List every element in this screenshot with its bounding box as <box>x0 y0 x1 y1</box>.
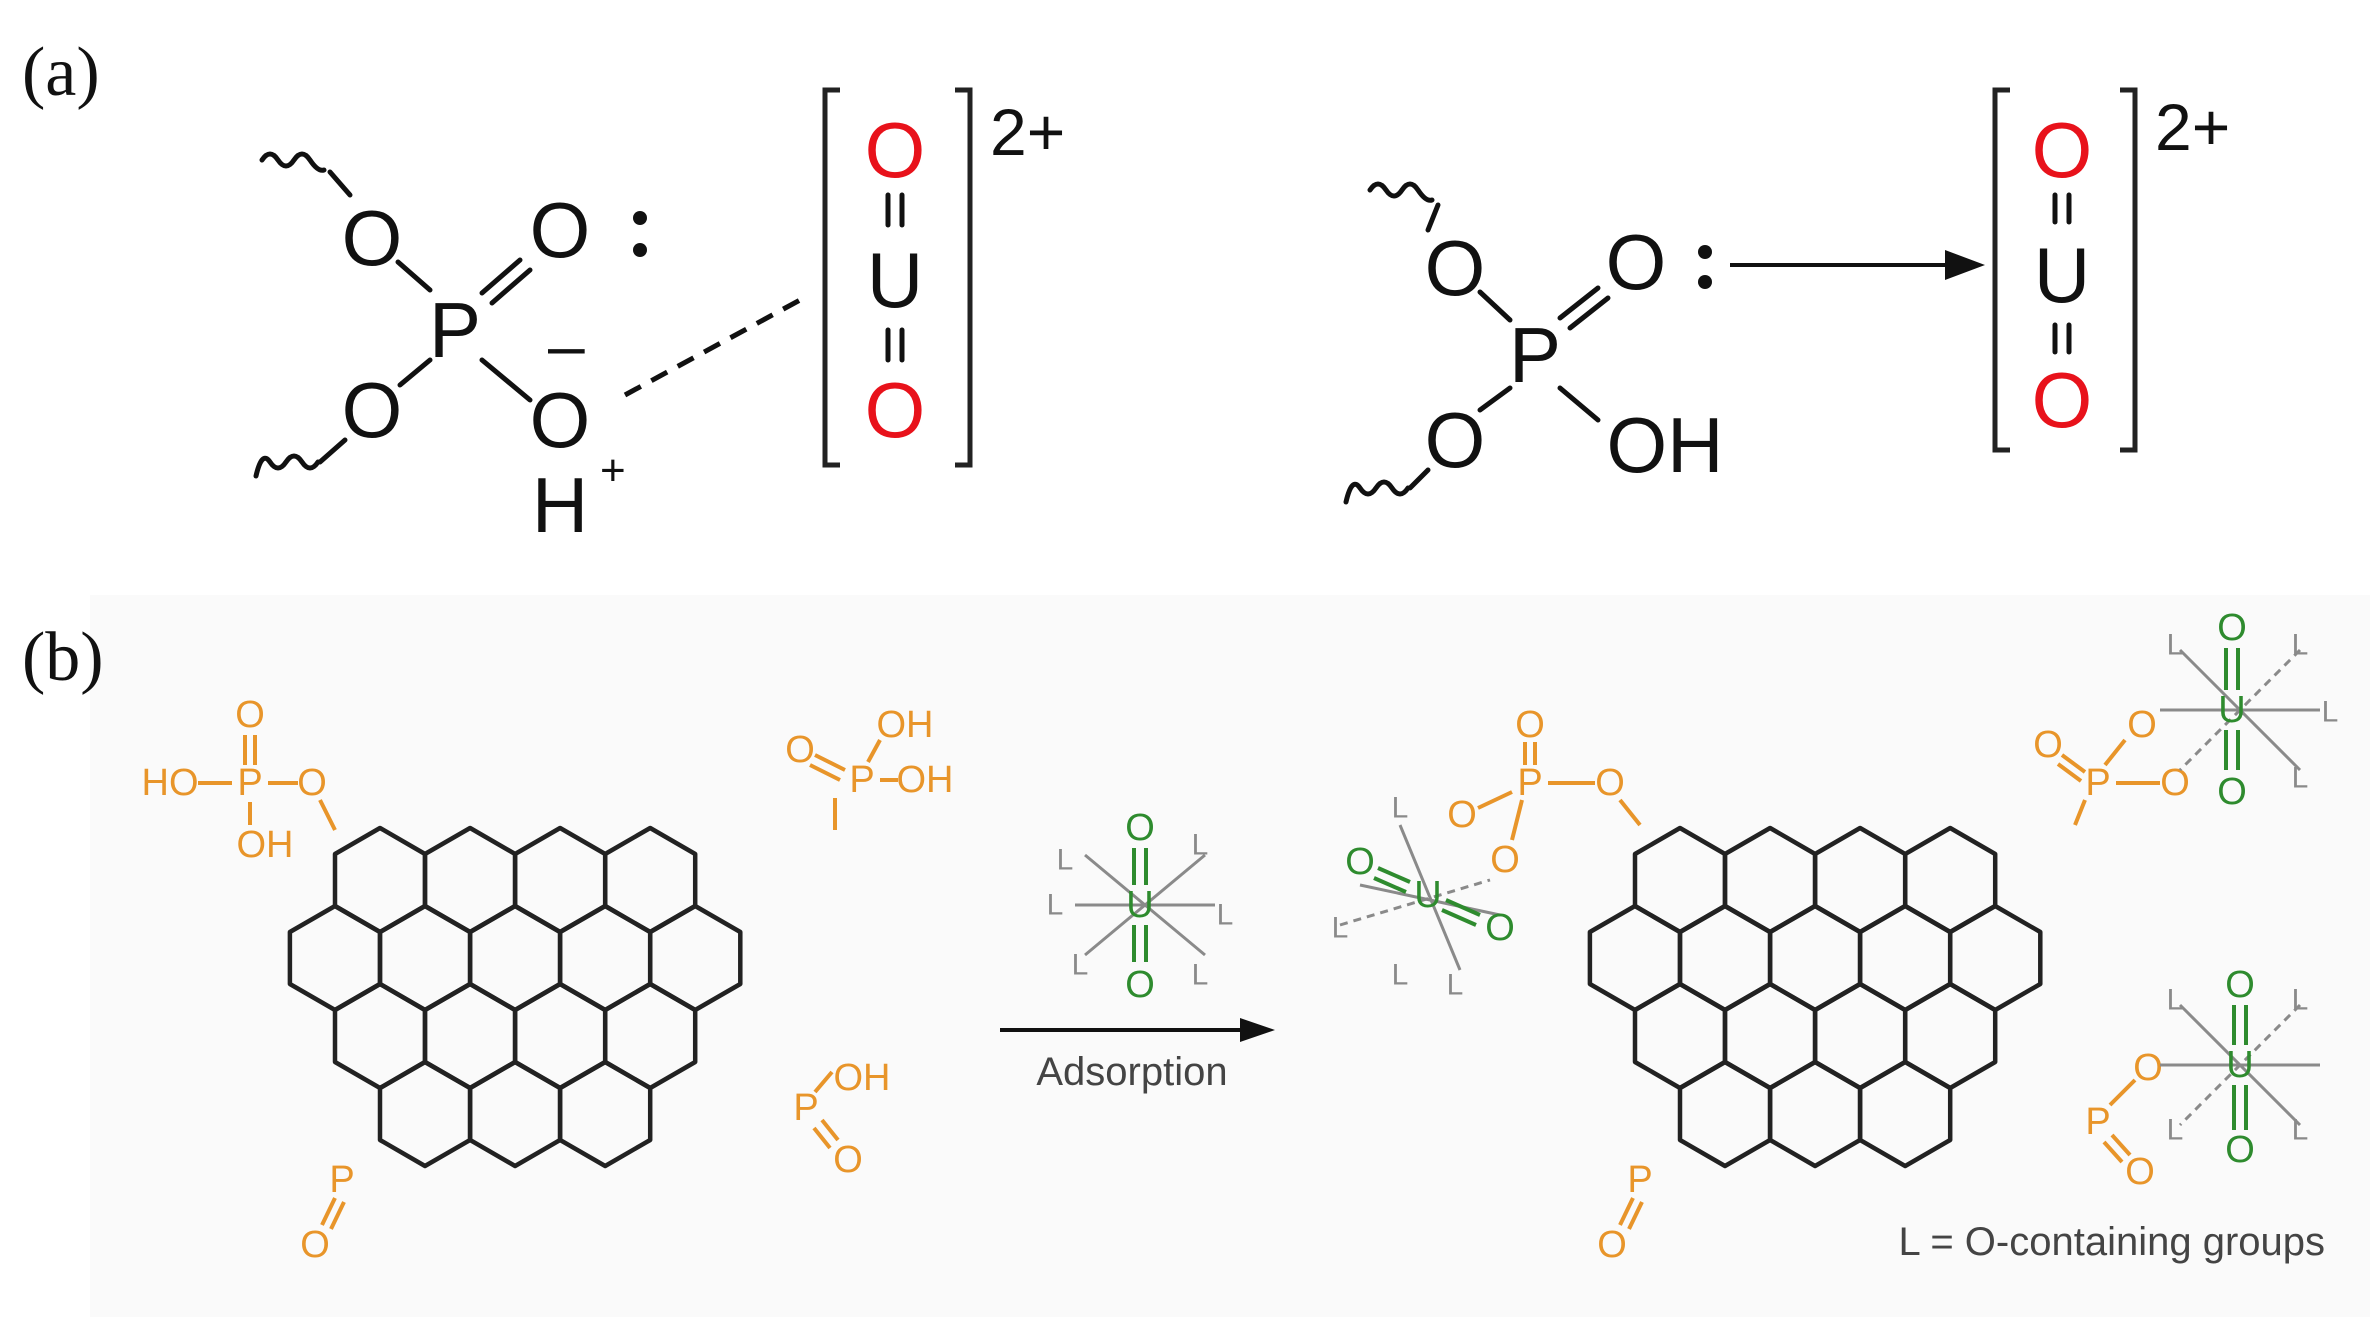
panel-a-right-uranyl: O U O 2+ <box>1992 87 2230 453</box>
ligand-l: L <box>1192 829 1209 862</box>
charge-2plus: 2+ <box>2155 90 2230 164</box>
group-oh: OH <box>834 1057 891 1099</box>
group-oh: OH <box>237 824 294 866</box>
atom-o-green: O <box>2217 771 2247 813</box>
atom-o-red: O <box>865 366 926 454</box>
group-oh: OH <box>877 704 934 746</box>
atom-u: U <box>2034 231 2090 319</box>
hex-ring <box>1857 1059 1953 1169</box>
panel-a-left-phosphate: O P O O – O H + <box>253 151 802 549</box>
atom-o-red: O <box>2032 106 2093 194</box>
atom-o-green: O <box>1345 841 1375 883</box>
atom-o: O <box>342 366 403 454</box>
ligand-l: L <box>2292 984 2309 1017</box>
atom-oh: OH <box>1607 401 1724 489</box>
atom-o-double: O <box>1606 218 1667 306</box>
panel-a-label: (a) <box>22 34 100 111</box>
group-o: O <box>300 1224 330 1266</box>
group-o: O <box>1595 762 1625 804</box>
atom-o: O <box>342 194 403 282</box>
atom-p: P <box>429 286 481 374</box>
atom-p: P <box>1509 311 1561 399</box>
group-o: O <box>2160 762 2190 804</box>
ligand-l: L <box>1192 959 1209 992</box>
ligand-l: L <box>1392 959 1409 992</box>
atom-o: O <box>1425 396 1486 484</box>
legend-ligand: L = O-containing groups <box>1898 1220 2325 1264</box>
group-p: P <box>2085 1101 2110 1143</box>
group-p: P <box>1627 1159 1652 1201</box>
group-o: O <box>1447 794 1477 836</box>
atom-o-green: O <box>1125 964 1155 1006</box>
ligand-l: L <box>2292 762 2309 795</box>
atom-o-green: O <box>2217 607 2247 649</box>
panel-a-left-uranyl: O U O 2+ <box>822 87 1065 468</box>
atom-o-green: O <box>2225 964 2255 1006</box>
group-p: P <box>237 762 262 804</box>
group-o: O <box>2125 1151 2155 1193</box>
group-o: O <box>2127 704 2157 746</box>
panel-b-label: (b) <box>22 619 104 696</box>
left-phosphate-groups: HO P O OH O O P OH OH P OH O P O <box>142 694 954 1266</box>
atom-u-green: U <box>1414 874 1441 916</box>
group-p: P <box>793 1087 818 1129</box>
ligand-l: L <box>2167 629 2184 662</box>
hex-ring <box>557 1059 653 1169</box>
atom-o-red: O <box>2032 356 2093 444</box>
left-graphene-skeleton <box>287 825 743 1169</box>
ligand-l: L <box>1217 899 1234 932</box>
group-ho: HO <box>142 762 199 804</box>
atom-o-double: O <box>530 186 591 274</box>
ligand-l: L <box>1047 889 1064 922</box>
atom-h: H <box>532 461 588 549</box>
right-phosphate-uranyl-groups: O P O O O L L L L O U O O P O O L <box>1332 607 2339 1266</box>
panel-a-right-phosphate: O P O O OH <box>1343 181 1985 505</box>
group-p: P <box>329 1159 354 1201</box>
group-o: O <box>1597 1224 1627 1266</box>
ligand-l: L <box>2292 629 2309 662</box>
adsorption-arrow: Adsorption <box>1000 1018 1275 1094</box>
ligand-l: L <box>1447 969 1464 1002</box>
minus-charge: – <box>548 308 585 382</box>
adsorption-label: Adsorption <box>1036 1050 1227 1094</box>
h-plus: + <box>600 446 626 495</box>
atom-o: O <box>1425 224 1486 312</box>
group-o: O <box>833 1139 863 1181</box>
ligand-l: L <box>2167 1114 2184 1147</box>
group-o: O <box>2033 724 2063 766</box>
ligand-l: L <box>1072 949 1089 982</box>
atom-o-green: O <box>1125 807 1155 849</box>
right-graphene-skeleton <box>1587 825 2043 1169</box>
panel-b-background <box>90 595 2370 1317</box>
atom-u: U <box>867 236 923 324</box>
atom-u-green: U <box>2226 1044 2253 1086</box>
atom-o-green: O <box>1485 907 1515 949</box>
atom-u-green: U <box>2218 689 2245 731</box>
atom-u-green: U <box>1126 884 1153 926</box>
ligand-l: L <box>1392 792 1409 825</box>
group-o: O <box>785 729 815 771</box>
reagent-uranyl: L L L L L L O U O <box>1047 807 1234 1006</box>
group-o: O <box>1515 704 1545 746</box>
group-o: O <box>1490 839 1520 881</box>
charge-2plus: 2+ <box>990 95 1065 169</box>
group-o: O <box>235 694 265 736</box>
ligand-l: L <box>2292 1114 2309 1147</box>
ligand-l: L <box>2322 696 2339 729</box>
group-p: P <box>1517 762 1542 804</box>
group-o: O <box>297 762 327 804</box>
atom-o-green: O <box>2225 1129 2255 1171</box>
group-o: O <box>2133 1047 2163 1089</box>
atom-o-minus: O <box>530 376 591 464</box>
ligand-l: L <box>1057 844 1074 877</box>
ligand-l: L <box>1332 912 1349 945</box>
group-p: P <box>2085 762 2110 804</box>
group-p: P <box>849 759 874 801</box>
group-oh: OH <box>897 759 954 801</box>
ligand-l: L <box>2167 984 2184 1017</box>
atom-o-red: O <box>865 106 926 194</box>
